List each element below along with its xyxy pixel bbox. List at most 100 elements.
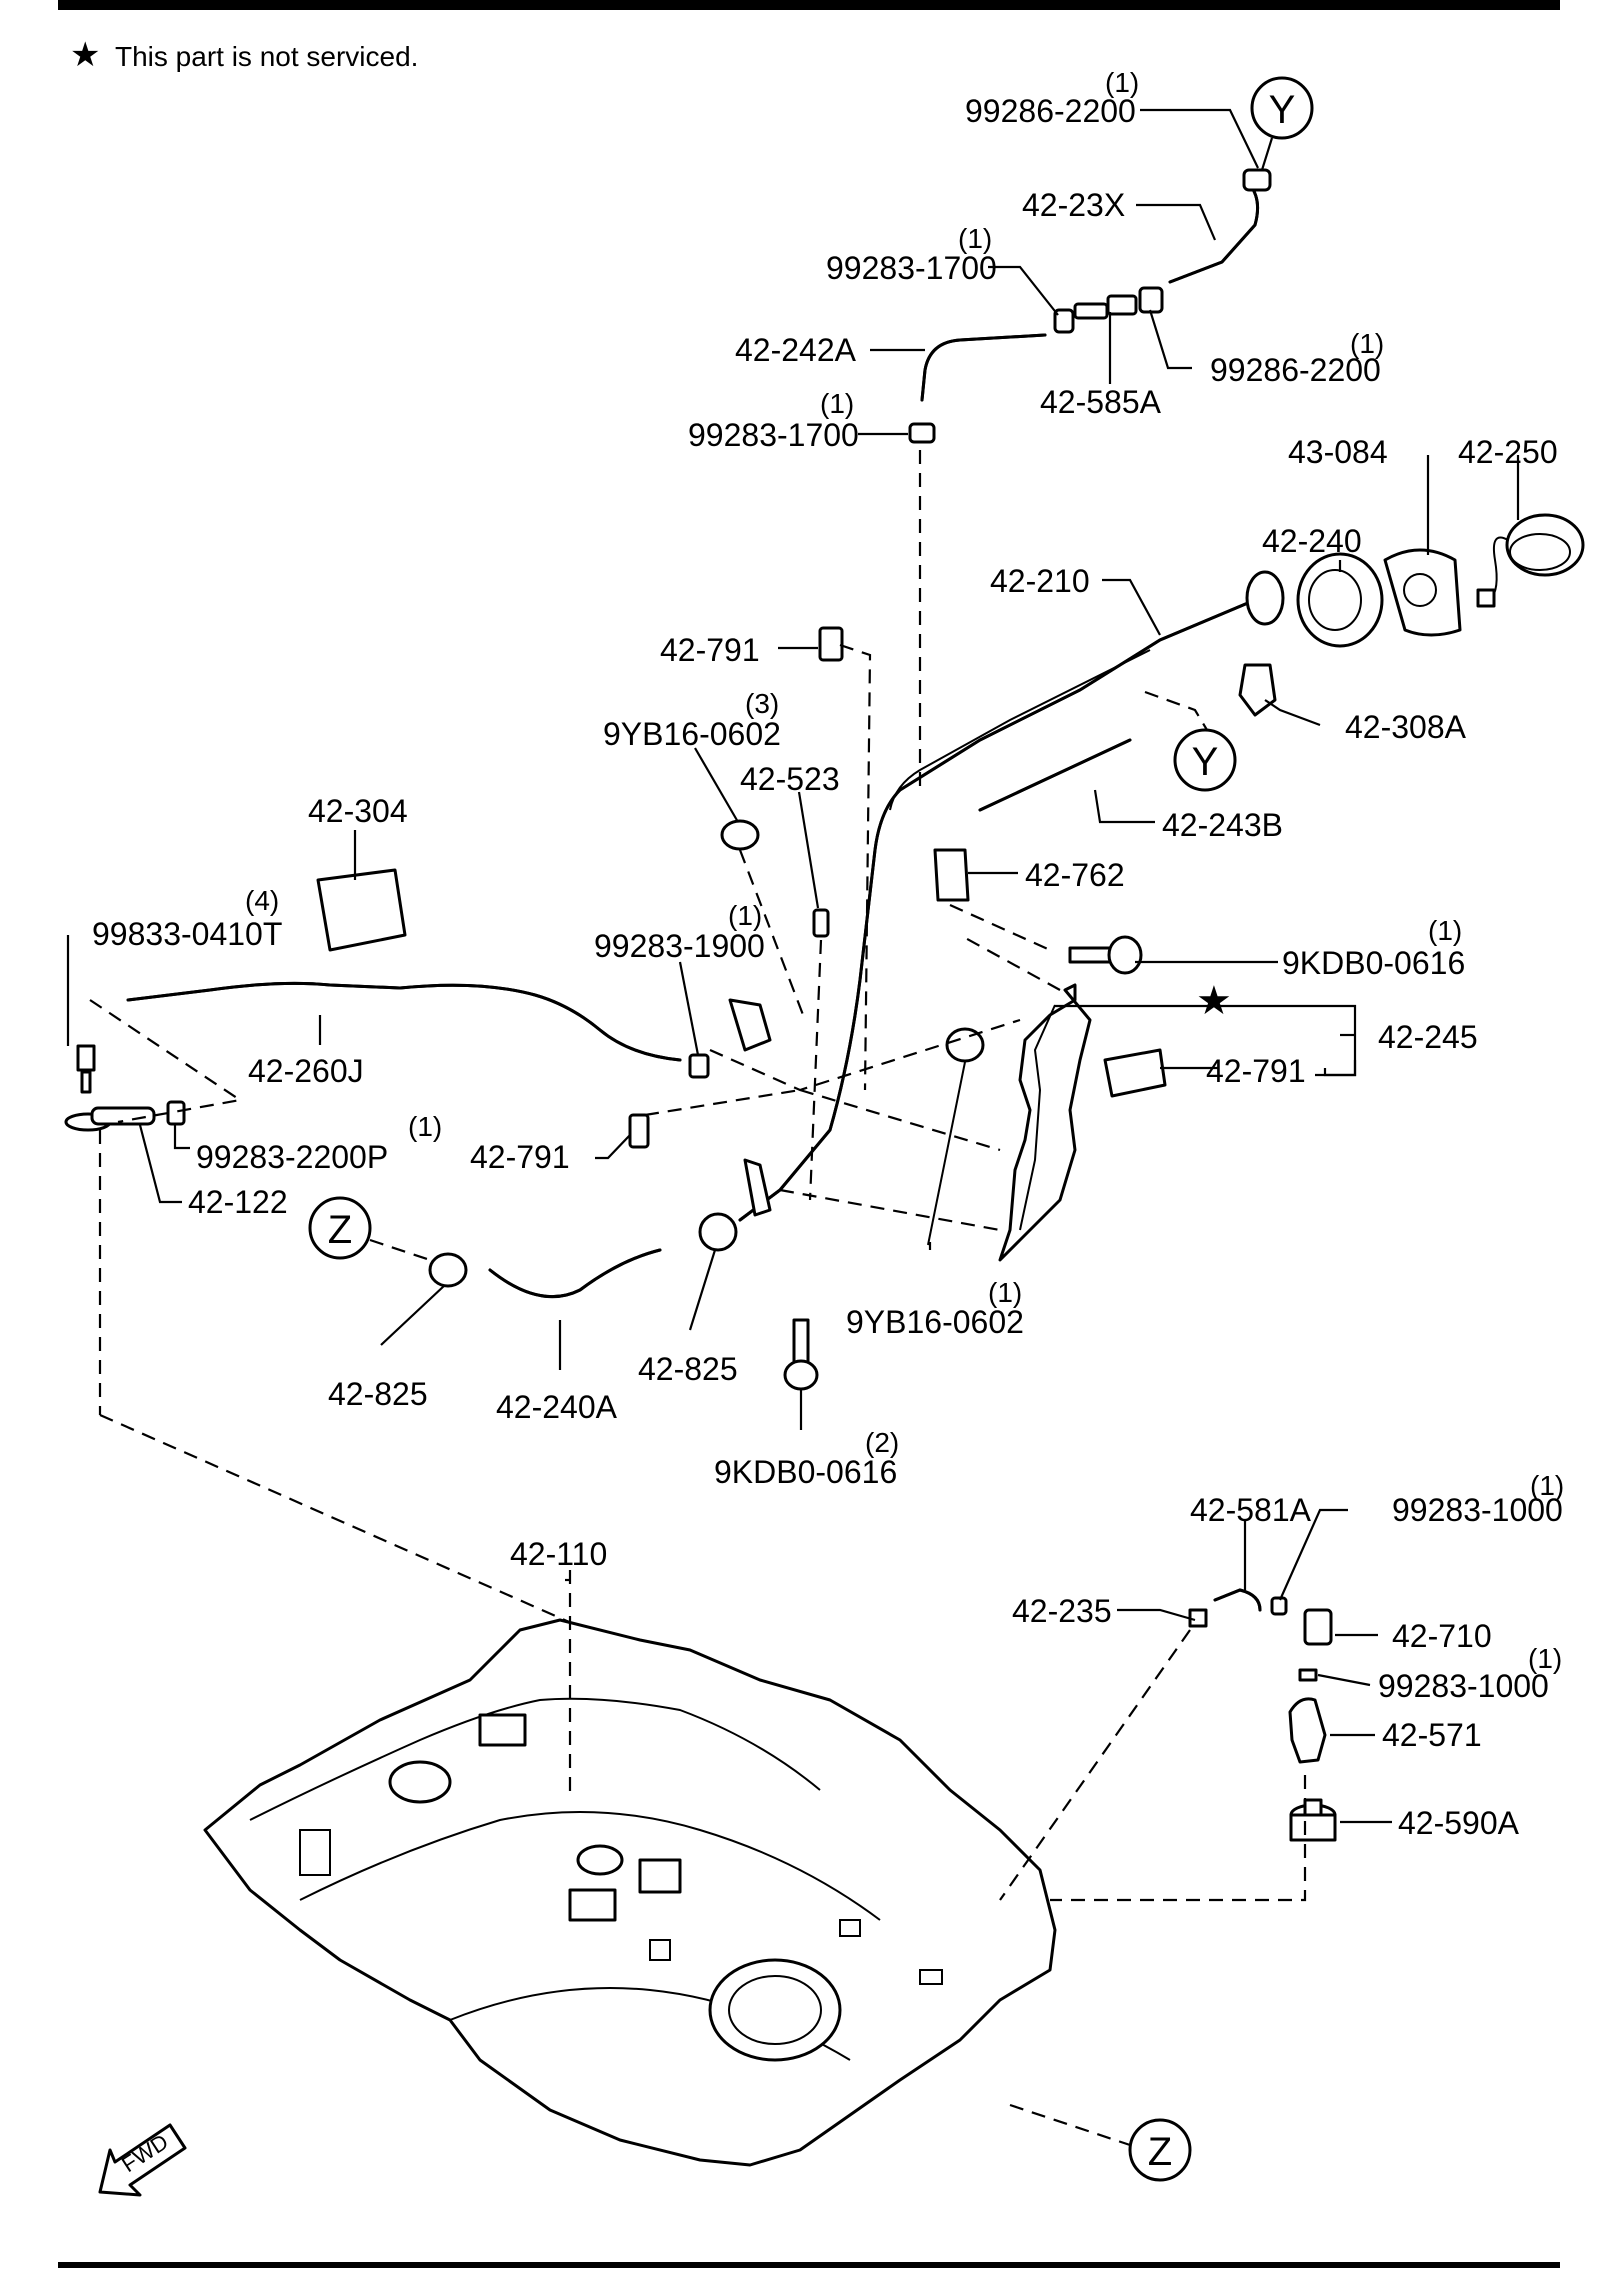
filler-pipe-42-210 (738, 570, 1285, 1222)
label-42-825-a: 42-825 (328, 1376, 428, 1412)
label-99283-1900: 99283-1900 (594, 928, 765, 964)
nut-9yb16-a (720, 819, 760, 851)
qty-99283-1700-a: (1) (958, 223, 992, 254)
label-42-304: 42-304 (308, 793, 408, 829)
label-99283-1000-b: 99283-1000 (1378, 1668, 1549, 1704)
svg-text:Y: Y (1269, 88, 1296, 132)
bolt-99833 (76, 1044, 96, 1094)
label-42-585a: 42-585A (1040, 384, 1162, 420)
bracket-42-762 (933, 848, 970, 902)
qty-99283-1000-b: (1) (1528, 1643, 1562, 1674)
svg-text:Z: Z (328, 1208, 352, 1252)
cap-42-590a (1289, 1798, 1337, 1842)
label-42-242a: 42-242A (735, 332, 857, 368)
ring-42-240 (1296, 552, 1384, 648)
label-plate-43-084 (1383, 548, 1462, 637)
clip-42-791-a (818, 626, 844, 662)
clamp-42-825-b (698, 1212, 738, 1252)
hose-42-242a (920, 333, 1047, 402)
clamp-99283-1000-a (1270, 1596, 1288, 1616)
label-9kdb0-0616-a: 9KDB0-0616 (1282, 945, 1465, 981)
bracket-lower (743, 1158, 772, 1217)
label-42-581a: 42-581A (1190, 1492, 1312, 1528)
svg-text:Y: Y (1192, 740, 1219, 784)
clip-42-791-c (628, 1113, 650, 1149)
hose-42-581a (1213, 1588, 1262, 1612)
clamp-99283-1900 (688, 1053, 710, 1079)
label-99286-2200-top: 99286-2200 (965, 93, 1136, 129)
svg-text:Z: Z (1148, 2130, 1172, 2174)
clamp-99283-1700-a (1053, 308, 1075, 334)
valve-42-122 (64, 1106, 156, 1132)
reference-circle-y-mid: Y (1173, 728, 1237, 792)
label-42-245: 42-245 (1378, 1019, 1478, 1055)
fuel-cap-42-250 (1476, 513, 1585, 608)
label-42-590a: 42-590A (1398, 1805, 1520, 1841)
qty-99283-1000-a: (1) (1530, 1470, 1564, 1501)
label-42-250: 42-250 (1458, 434, 1558, 470)
label-9kdb0-0616-b: 9KDB0-0616 (714, 1454, 897, 1490)
note-text: This part is not serviced. (115, 41, 418, 72)
label-99283-1000-a: 99283-1000 (1392, 1492, 1563, 1528)
qty-99833-0410t: (4) (245, 885, 279, 916)
label-99283-2200p: 99283-2200P (196, 1139, 388, 1175)
shield-42-245 (998, 983, 1092, 1262)
connector-42-585a (1106, 294, 1138, 316)
bolt-9kdb0-b (783, 1318, 819, 1391)
top-border (58, 0, 1560, 10)
label-42-791-a: 42-791 (660, 632, 760, 668)
connector-pipe (1073, 302, 1109, 320)
tube-42-243b (978, 738, 1132, 812)
label-42-210: 42-210 (990, 563, 1090, 599)
label-43-084: 43-084 (1288, 434, 1388, 470)
label-42-791-b: 42-791 (1206, 1053, 1306, 1089)
label-99286-2200-b: 99286-2200 (1210, 352, 1381, 388)
clamp-99283-2200p (166, 1100, 186, 1126)
hose-42-23x (1168, 168, 1272, 284)
fwd-arrow-icon: FWD (98, 2123, 187, 2197)
reference-circle-y-top: Y (1250, 76, 1314, 140)
callout-labels: (1) 99286-2200 42-23X (1) 99283-1700 42-… (92, 67, 1564, 1841)
label-42-235: 42-235 (1012, 1593, 1112, 1629)
label-42-523: 42-523 (740, 761, 840, 797)
part-42-571 (1288, 1697, 1327, 1764)
clamp-99283-1000-b (1298, 1668, 1318, 1682)
label-9yb16-0602-a: 9YB16-0602 (603, 716, 781, 752)
qty-9kdb0-0616-b: (2) (865, 1427, 899, 1458)
bolt-9kdb0-a (1068, 935, 1143, 975)
label-9yb16-0602-b: 9YB16-0602 (846, 1304, 1024, 1340)
label-99283-1700-b: 99283-1700 (688, 417, 859, 453)
pad-42-304 (316, 868, 407, 952)
label-42-825-b: 42-825 (638, 1351, 738, 1387)
qty-9kdb0-0616-a: (1) (1428, 915, 1462, 946)
qty-9yb16-0602-b: (1) (988, 1277, 1022, 1308)
label-42-791-c: 42-791 (470, 1139, 570, 1175)
label-99283-1700-a: 99283-1700 (826, 250, 997, 286)
qty-99283-1900: (1) (728, 900, 762, 931)
label-99833-0410t: 99833-0410T (92, 916, 282, 952)
hose-42-240a (488, 1248, 662, 1299)
note-star-icon: ★ (70, 36, 100, 74)
bracket-upper (728, 998, 772, 1052)
label-42-308a: 42-308A (1345, 709, 1467, 745)
clamp-42-825-a (428, 1252, 468, 1288)
tube-42-260j (126, 981, 682, 1062)
label-42-571: 42-571 (1382, 1717, 1482, 1753)
label-42-122: 42-122 (188, 1184, 288, 1220)
tag-42-791-b (1103, 1048, 1167, 1098)
label-42-240: 42-240 (1262, 523, 1362, 559)
qty-99286-2200-top: (1) (1105, 67, 1139, 98)
nut-9yb16-b (945, 1027, 985, 1063)
bottom-border (58, 2262, 1560, 2268)
qty-9yb16-0602-a: (3) (745, 688, 779, 719)
qty-99286-2200-b: (1) (1350, 328, 1384, 359)
bracket-42-308a (1238, 663, 1277, 717)
fitting-42-235 (1188, 1608, 1208, 1628)
fuel-tank-42-110 (203, 1618, 1057, 2167)
qty-99283-2200p: (1) (408, 1111, 442, 1142)
label-42-243b: 42-243B (1162, 807, 1283, 843)
label-42-240a: 42-240A (496, 1389, 618, 1425)
not-serviced-star-icon: ★ (1196, 979, 1232, 1023)
